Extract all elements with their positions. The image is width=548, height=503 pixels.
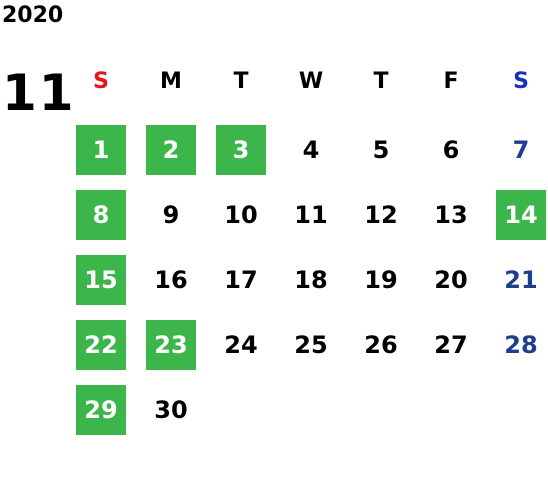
- day-number: 30: [154, 396, 188, 424]
- calendar-day-27: 27: [416, 315, 486, 375]
- day-number: 19: [364, 266, 398, 294]
- calendar-day-6: 6: [416, 120, 486, 180]
- day-number: 17: [224, 266, 258, 294]
- day-number: 7: [512, 136, 530, 164]
- calendar-day-18: 18: [276, 250, 346, 310]
- day-number: 21: [504, 266, 538, 294]
- day-number: 6: [442, 136, 460, 164]
- day-number: 9: [162, 201, 180, 229]
- calendar-day-29: 29: [66, 380, 136, 440]
- calendar-day-4: 4: [276, 120, 346, 180]
- day-number: 12: [364, 201, 398, 229]
- weekday-tuesday: T: [233, 69, 249, 94]
- calendar-day-1: 1: [66, 120, 136, 180]
- day-number: 22: [84, 331, 118, 359]
- day-number: 24: [224, 331, 258, 359]
- calendar-day-17: 17: [206, 250, 276, 310]
- calendar-day-13: 13: [416, 185, 486, 245]
- day-number: 29: [84, 396, 118, 424]
- day-number: 3: [232, 136, 250, 164]
- calendar-day-28: 28: [486, 315, 548, 375]
- calendar-day-21: 21: [486, 250, 548, 310]
- day-number: 27: [434, 331, 468, 359]
- weekday-sunday: S: [93, 69, 109, 94]
- calendar-day-25: 25: [276, 315, 346, 375]
- weekday-monday: M: [160, 69, 182, 94]
- calendar-day-10: 10: [206, 185, 276, 245]
- calendar-day-24: 24: [206, 315, 276, 375]
- day-number: 4: [302, 136, 320, 164]
- month-number: 11: [2, 64, 76, 122]
- day-number: 8: [92, 201, 110, 229]
- holiday-highlight: [76, 385, 126, 435]
- calendar-day-9: 9: [136, 185, 206, 245]
- calendar-day-15: 15: [66, 250, 136, 310]
- day-number: 18: [294, 266, 328, 294]
- day-number: 14: [504, 201, 538, 229]
- calendar-day-7: 7: [486, 120, 548, 180]
- day-number: 28: [504, 331, 538, 359]
- holiday-highlight: [216, 125, 266, 175]
- holiday-highlight: [146, 320, 196, 370]
- calendar-day-14: 14: [486, 185, 548, 245]
- weekday-saturday: S: [513, 69, 529, 94]
- calendar-day-20: 20: [416, 250, 486, 310]
- holiday-highlight: [76, 255, 126, 305]
- holiday-highlight: [76, 320, 126, 370]
- day-number: 11: [294, 201, 328, 229]
- calendar-day-11: 11: [276, 185, 346, 245]
- day-number: 13: [434, 201, 468, 229]
- holiday-highlight: [76, 125, 126, 175]
- calendar-day-23: 23: [136, 315, 206, 375]
- calendar-day-16: 16: [136, 250, 206, 310]
- weekday-wednesday: W: [298, 69, 324, 94]
- day-number: 23: [154, 331, 188, 359]
- day-number: 5: [372, 136, 390, 164]
- calendar-day-19: 19: [346, 250, 416, 310]
- calendar-day-2: 2: [136, 120, 206, 180]
- holiday-highlight: [76, 190, 126, 240]
- calendar-day-5: 5: [346, 120, 416, 180]
- calendar-day-3: 3: [206, 120, 276, 180]
- holiday-highlight: [496, 190, 546, 240]
- day-number: 10: [224, 201, 258, 229]
- day-number: 16: [154, 266, 188, 294]
- weekday-thursday: T: [373, 69, 389, 94]
- day-number: 26: [364, 331, 398, 359]
- day-number: 1: [92, 136, 110, 164]
- calendar-day-26: 26: [346, 315, 416, 375]
- day-number: 15: [84, 266, 118, 294]
- calendar-day-8: 8: [66, 185, 136, 245]
- day-number: 2: [162, 136, 180, 164]
- calendar-day-12: 12: [346, 185, 416, 245]
- holiday-highlight: [146, 125, 196, 175]
- weekday-header-row: S M T W T F S: [66, 62, 548, 102]
- calendar-day-22: 22: [66, 315, 136, 375]
- day-number: 20: [434, 266, 468, 294]
- weekday-friday: F: [443, 69, 459, 94]
- day-number: 25: [294, 331, 328, 359]
- year-label: 2020: [2, 3, 64, 28]
- calendar-day-30: 30: [136, 380, 206, 440]
